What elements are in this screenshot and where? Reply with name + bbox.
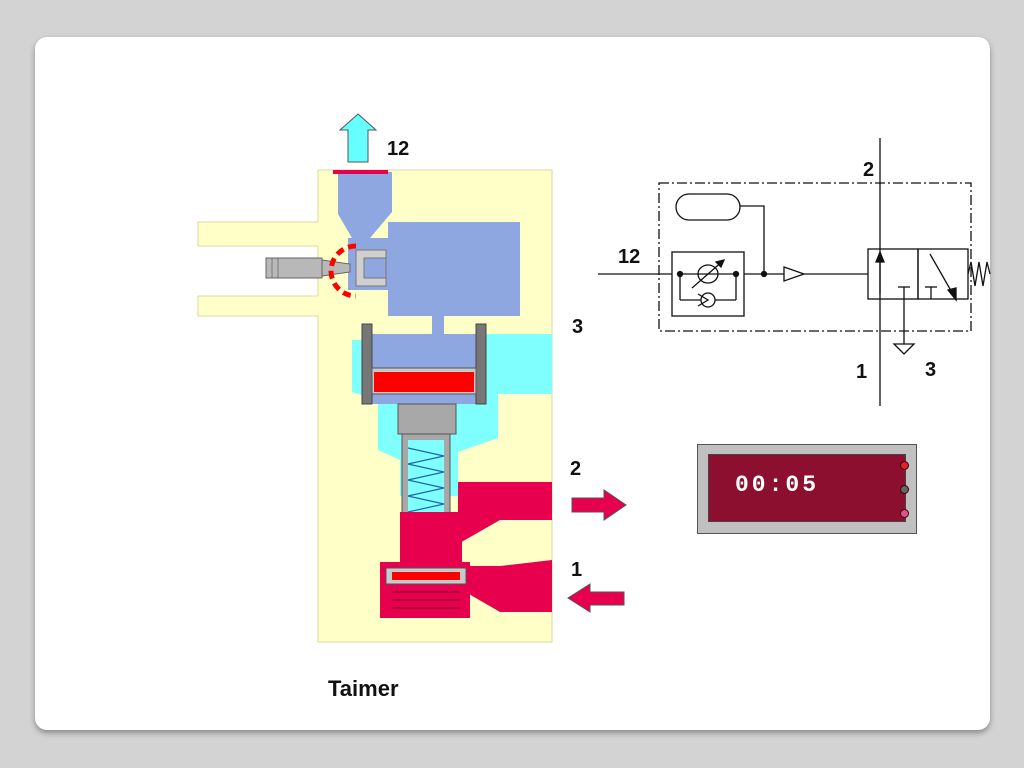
- timer-led-top: [900, 461, 909, 470]
- timer-led-middle: [900, 485, 909, 494]
- timer-value: 00:05: [735, 472, 820, 498]
- outlet-arrow-right-icon: [571, 489, 627, 521]
- port-label-3: 3: [572, 316, 583, 338]
- schematic-port-2: 2: [863, 159, 874, 181]
- diagram-caption: Taimer: [328, 676, 399, 701]
- timer-screen: 00:05: [708, 454, 909, 522]
- timer-display: 00:05: [697, 444, 917, 534]
- schematic-port-12: 12: [618, 246, 640, 268]
- pneumatic-schematic: [598, 138, 991, 406]
- port-label-12: 12: [387, 138, 409, 160]
- timer-led-bottom: [900, 509, 909, 518]
- valve-body: [197, 169, 553, 643]
- output-arrow-up-icon: [338, 113, 378, 163]
- schematic-port-1: 1: [856, 361, 867, 383]
- inlet-arrow-left-icon: [567, 583, 625, 613]
- port-label-2: 2: [570, 458, 581, 480]
- port-label-1: 1: [571, 559, 582, 581]
- schematic-port-3: 3: [925, 359, 936, 381]
